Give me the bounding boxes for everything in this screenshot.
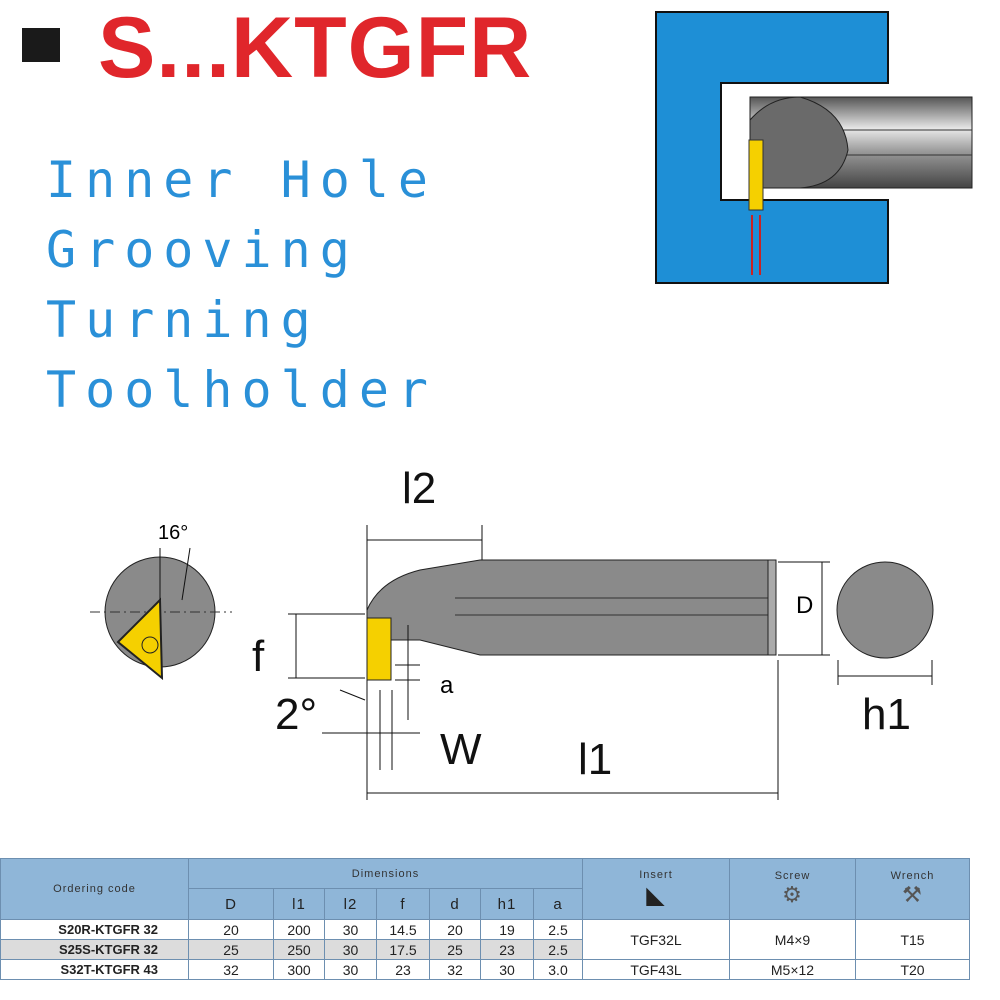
header-screw: Screw⚙ xyxy=(729,858,856,920)
header-dimensions: Dimensions xyxy=(188,858,583,889)
label-D: D xyxy=(796,592,814,619)
bore-diagram xyxy=(655,11,973,284)
label-angle-2: 2° xyxy=(275,690,318,739)
insert-icon: ◣ xyxy=(646,881,666,909)
tool-drawings xyxy=(90,11,973,800)
insert-icon xyxy=(748,139,764,211)
label-angle-16: 16° xyxy=(158,522,189,544)
label-h1: h1 xyxy=(862,690,911,739)
header-wrench: Wrench⚒ xyxy=(855,858,970,920)
wrench-icon: ⚒ xyxy=(902,882,923,907)
screw-icon: ⚙ xyxy=(782,882,803,907)
subtitle-line: Inner Hole xyxy=(46,151,438,209)
subtitle-line: Toolholder xyxy=(46,361,438,419)
label-W: W xyxy=(440,725,482,774)
label-a: a xyxy=(440,672,454,699)
header-insert: Insert◣ xyxy=(582,858,730,920)
col-d: d xyxy=(429,888,481,920)
label-l2: l2 xyxy=(402,464,437,513)
bullet-square xyxy=(22,28,60,62)
col-a: a xyxy=(533,888,583,920)
tool-side-view xyxy=(288,525,830,800)
col-l1: l1 xyxy=(273,888,325,920)
product-title: S...KTGFR xyxy=(98,0,533,96)
subtitle-line: Turning xyxy=(46,291,320,349)
col-l2: l2 xyxy=(324,888,377,920)
spec-table: Ordering code Dimensions Insert◣ Screw⚙ … xyxy=(0,858,1000,980)
col-h1: h1 xyxy=(480,888,534,920)
shank-end-view xyxy=(836,561,934,685)
header-ordering-code: Ordering code xyxy=(0,858,189,920)
subtitle-line: Grooving xyxy=(46,221,359,279)
label-f: f xyxy=(252,632,265,681)
label-l1: l1 xyxy=(578,735,613,784)
insert-end-view xyxy=(90,547,232,681)
col-D: D xyxy=(188,888,274,920)
col-f: f xyxy=(376,888,430,920)
